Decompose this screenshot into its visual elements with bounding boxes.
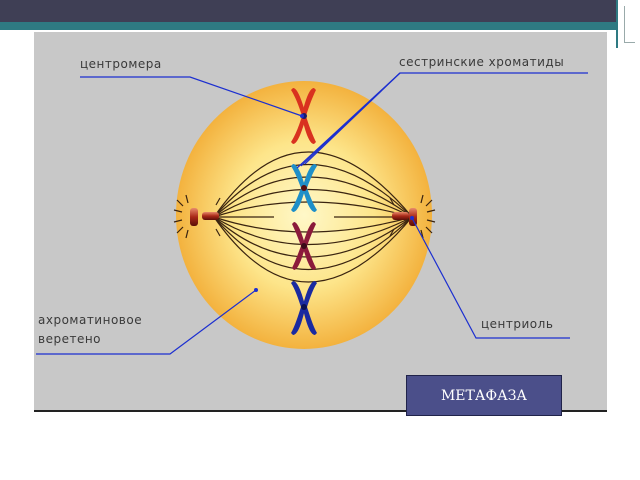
bottom-rule [34, 410, 607, 412]
phase-label: МЕТАФАЗА [440, 387, 528, 404]
sister-chromatids-label: сестринские хроматиды [399, 55, 565, 69]
leader-lines [36, 72, 588, 355]
right-aster-rays [389, 194, 436, 239]
centriole-leader [411, 217, 570, 339]
centromere-label: центромера [80, 57, 162, 71]
chromosome-blue [291, 164, 317, 212]
title-bar-corner-ornament [616, 0, 640, 48]
sister-chromatids-leader-3 [296, 72, 401, 169]
centromere-leader [80, 76, 303, 117]
left-aster-rays [173, 194, 221, 239]
spindle-leader [36, 289, 257, 355]
chromosome-maroon [292, 222, 316, 270]
chromosome-navy [291, 281, 317, 335]
title-bar-accent [0, 22, 640, 30]
chromosome-red [291, 88, 316, 144]
phase-label-box: МЕТАФАЗА [406, 375, 562, 416]
achromatin-spindle-label-line1: ахроматиновое [38, 313, 143, 327]
achromatin-spindle-label-line2: веретено [38, 332, 102, 346]
metaphase-diagram [34, 32, 607, 410]
metaphase-illustration [36, 72, 588, 355]
title-bar [0, 0, 640, 22]
left-centriole [190, 208, 219, 226]
centriole-label: центриоль [481, 317, 554, 331]
cell-body [176, 81, 432, 349]
